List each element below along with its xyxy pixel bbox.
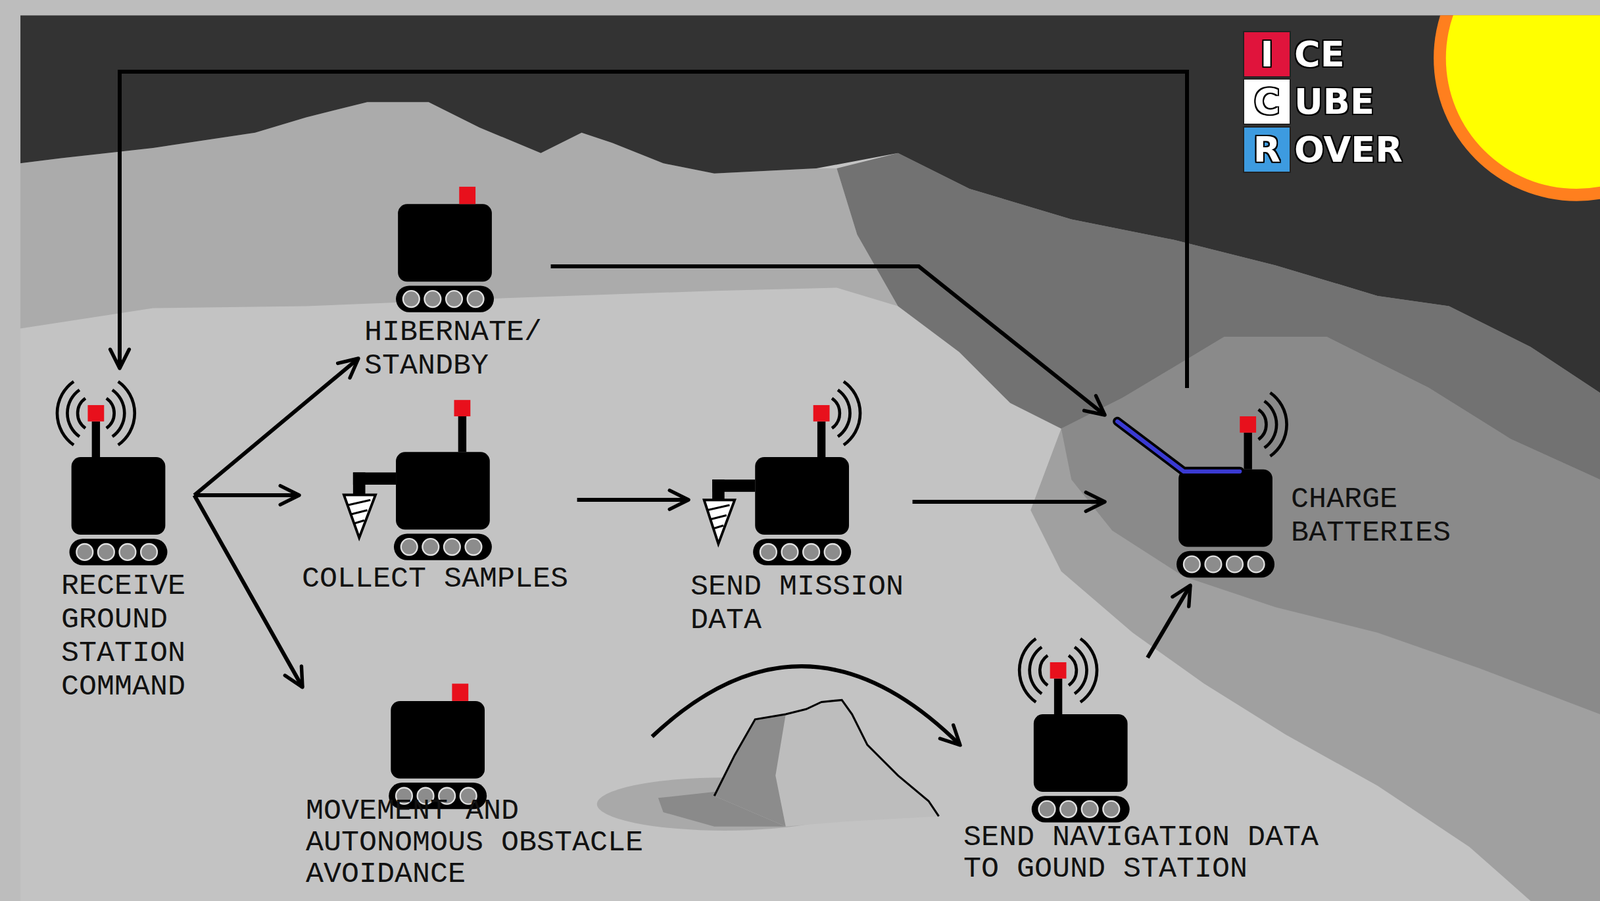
state-label: SEND MISSION DATA [690,570,913,638]
state-label: MOVEMENT AND AUTONOMOUS OBSTACLE AVOIDAN… [305,795,653,891]
state-node: HIBERNATE/ STANDBY [358,184,552,383]
logo-word: CE [1294,30,1345,78]
state-label: HIBERNATE/ STANDBY [364,315,552,383]
logo-letter: C [1254,80,1281,123]
hill-outline [714,699,939,817]
flow-arrow [119,71,1188,388]
rover-hibernate [395,186,494,313]
state-node: CHARGE BATTERIES [1104,387,1460,586]
flow-arrow [194,358,359,496]
flow-arrow [652,666,961,746]
state-node: COLLECT SAMPLES [299,394,578,596]
sun [1433,15,1600,201]
logo-letter: I [1260,33,1274,75]
state-node: MOVEMENT AND AUTONOMOUS OBSTACLE AVOIDAN… [302,664,653,891]
state-node: SEND NAVIGATION DATA TO GOUND STATION [960,657,1328,886]
rover-send-navigation [1019,638,1130,823]
rover-movement [388,683,487,810]
state-label: RECEIVE GROUND STATION COMMAND [61,569,195,704]
rover-receive [57,381,168,565]
logo-word: UBE [1294,78,1375,125]
flow-arrow [194,493,300,498]
flow-arrow [551,266,1105,415]
logo-letter: R [1253,128,1282,171]
state-label: CHARGE BATTERIES [1290,482,1460,550]
logo-letter-box: C [1242,78,1291,125]
flow-arrow [194,495,303,688]
logo-word: OVER [1294,126,1403,173]
rover-collect [343,399,492,561]
state-node: SEND MISSION DATA [688,377,913,638]
terrain [20,15,1600,901]
logo-letter-box: I [1242,30,1291,78]
rover-charge [1117,392,1287,578]
flow-arrow [577,497,689,502]
flow-arrow [1147,585,1191,658]
flow-arrow [912,499,1105,504]
state-node: RECEIVE GROUND STATION COMMAND [46,368,195,704]
logo-letter-box: R [1242,126,1291,173]
rover-send-mission [704,381,861,565]
state-label: COLLECT SAMPLES [301,562,578,596]
state-label: SEND NAVIGATION DATA TO GOUND STATION [963,822,1328,886]
